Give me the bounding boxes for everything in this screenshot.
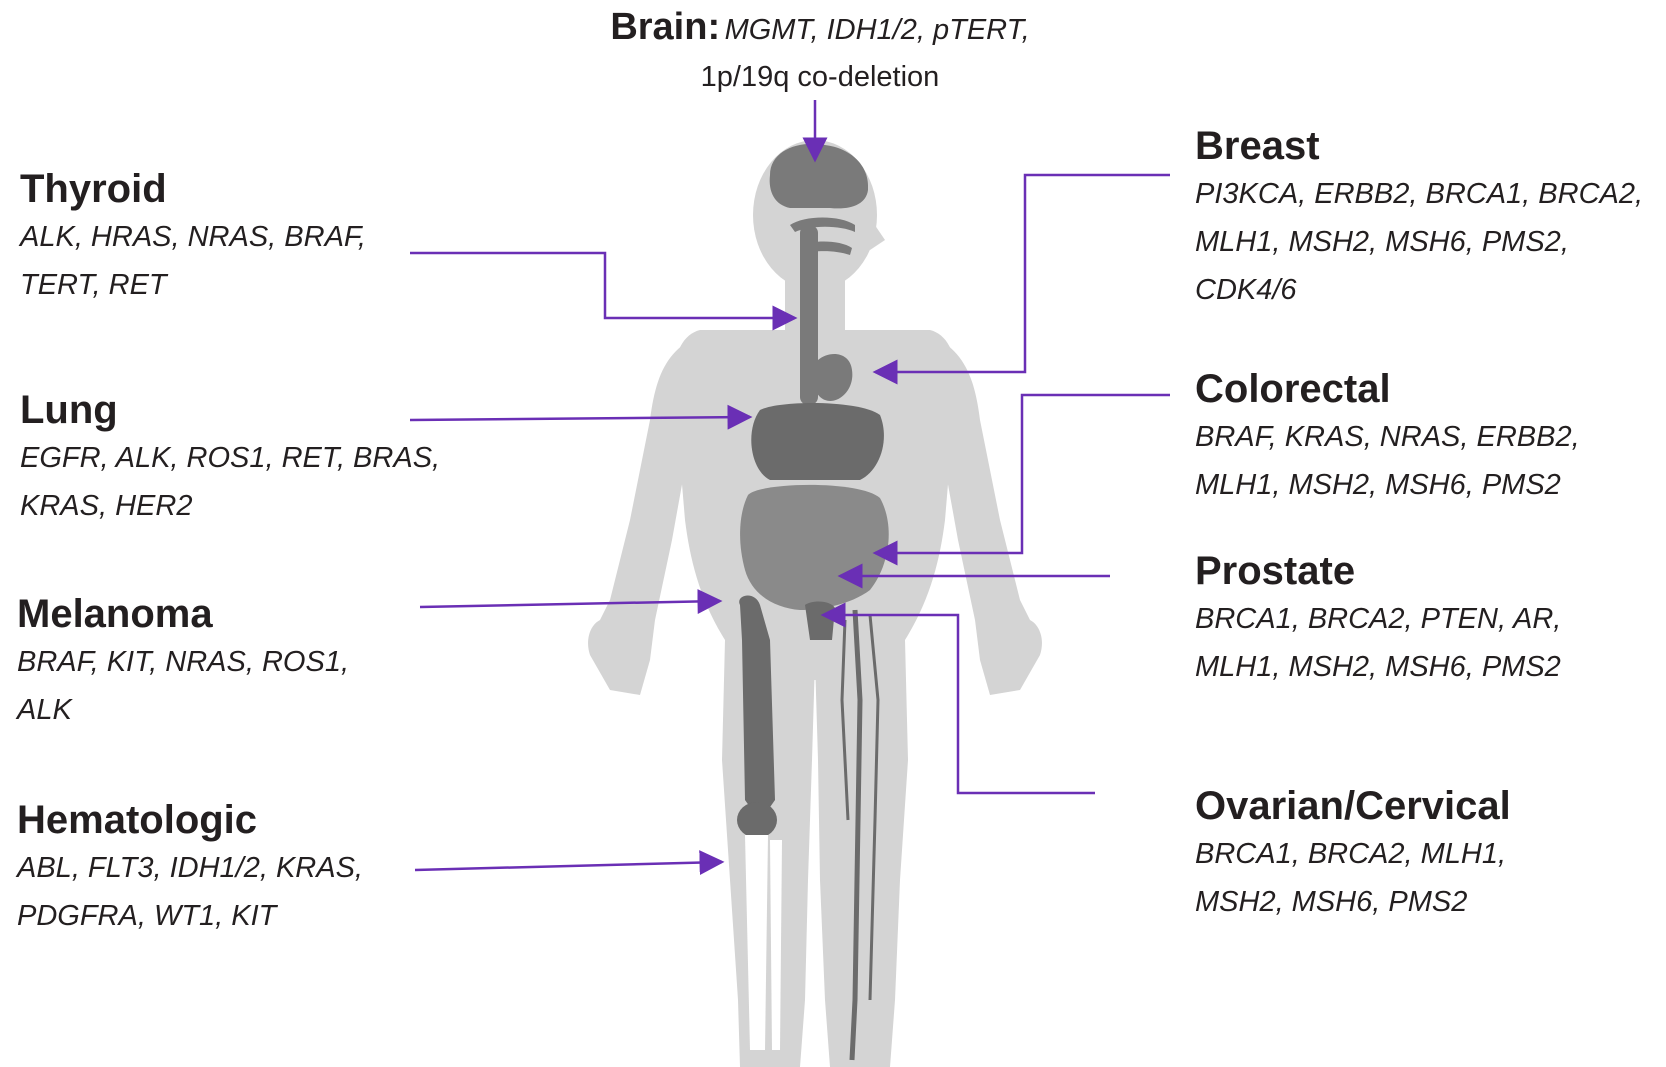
brain-label: Brain: MGMT, IDH1/2, pTERT, 1p/19q co-de… xyxy=(420,0,1220,97)
ovarian-cervical-label: Ovarian/Cervical BRCA1, BRCA2, MLH1, MSH… xyxy=(1195,782,1511,926)
thyroid-title: Thyroid xyxy=(20,165,366,213)
brain-genes-line2: 1p/19q co-deletion xyxy=(420,57,1220,97)
prostate-title: Prostate xyxy=(1195,547,1561,595)
colorectal-genes-line1: BRAF, KRAS, NRAS, ERBB2, xyxy=(1195,413,1580,461)
ovarian-genes-line1: BRCA1, BRCA2, MLH1, xyxy=(1195,830,1511,878)
thyroid-genes-line2: TERT, RET xyxy=(20,261,366,309)
melanoma-arrow xyxy=(420,601,720,607)
liver-organ xyxy=(751,403,884,480)
breast-genes-line2: MLH1, MSH2, MSH6, PMS2, xyxy=(1195,218,1643,266)
ovarian-title: Ovarian/Cervical xyxy=(1195,782,1511,830)
thyroid-arrow xyxy=(410,253,795,318)
thyroid-genes-line1: ALK, HRAS, NRAS, BRAF, xyxy=(20,213,366,261)
hematologic-genes-line2: PDGFRA, WT1, KIT xyxy=(17,892,363,940)
melanoma-genes-line2: ALK xyxy=(17,686,349,734)
brain-genes-line1: MGMT, IDH1/2, pTERT, xyxy=(725,14,1030,46)
breast-genes-line1: PI3KCA, ERBB2, BRCA1, BRCA2, xyxy=(1195,170,1643,218)
melanoma-label: Melanoma BRAF, KIT, NRAS, ROS1, ALK xyxy=(17,590,349,734)
melanoma-genes-line1: BRAF, KIT, NRAS, ROS1, xyxy=(17,638,349,686)
breast-genes-line3: CDK4/6 xyxy=(1195,266,1643,314)
colorectal-title: Colorectal xyxy=(1195,365,1580,413)
breast-title: Breast xyxy=(1195,122,1643,170)
lower-leg-bones xyxy=(745,835,782,1050)
prostate-genes-line1: BRCA1, BRCA2, PTEN, AR, xyxy=(1195,595,1561,643)
hematologic-arrow xyxy=(415,862,722,870)
hematologic-title: Hematologic xyxy=(17,796,363,844)
lung-genes-line1: EGFR, ALK, ROS1, RET, BRAS, xyxy=(20,434,440,482)
colorectal-label: Colorectal BRAF, KRAS, NRAS, ERBB2, MLH1… xyxy=(1195,365,1580,509)
ovarian-genes-line2: MSH2, MSH6, PMS2 xyxy=(1195,878,1511,926)
thyroid-label: Thyroid ALK, HRAS, NRAS, BRAF, TERT, RET xyxy=(20,165,366,309)
lung-genes-line2: KRAS, HER2 xyxy=(20,482,440,530)
lung-label: Lung EGFR, ALK, ROS1, RET, BRAS, KRAS, H… xyxy=(20,386,440,530)
melanoma-title: Melanoma xyxy=(17,590,349,638)
prostate-genes-line2: MLH1, MSH2, MSH6, PMS2 xyxy=(1195,643,1561,691)
prostate-label: Prostate BRCA1, BRCA2, PTEN, AR, MLH1, M… xyxy=(1195,547,1561,691)
breast-label: Breast PI3KCA, ERBB2, BRCA1, BRCA2, MLH1… xyxy=(1195,122,1643,314)
colorectal-genes-line2: MLH1, MSH2, MSH6, PMS2 xyxy=(1195,461,1580,509)
intestines-organ xyxy=(740,485,889,610)
hematologic-label: Hematologic ABL, FLT3, IDH1/2, KRAS, PDG… xyxy=(17,796,363,940)
brain-title: Brain: xyxy=(610,6,720,48)
brain-organ xyxy=(770,144,868,209)
hematologic-genes-line1: ABL, FLT3, IDH1/2, KRAS, xyxy=(17,844,363,892)
lung-title: Lung xyxy=(20,386,440,434)
